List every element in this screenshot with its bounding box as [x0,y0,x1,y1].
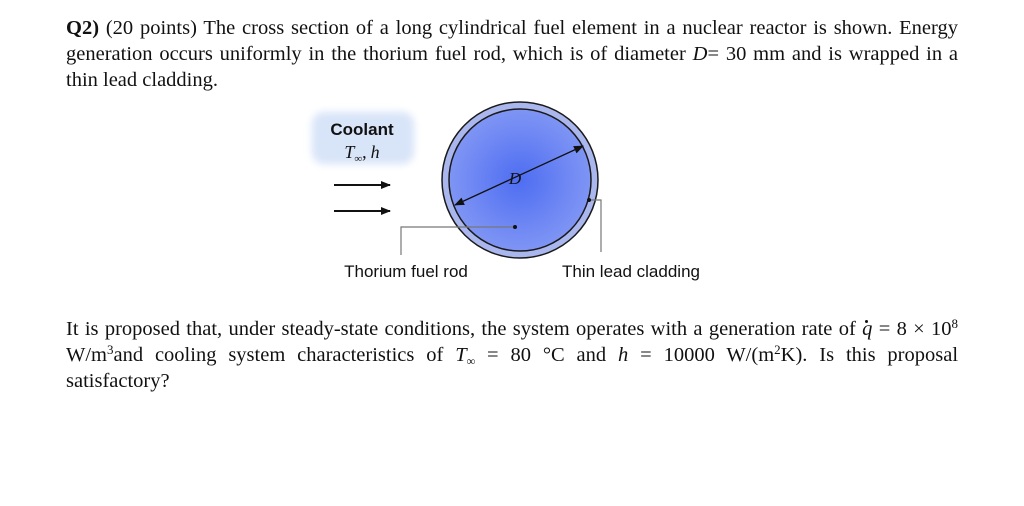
rod-leader-line [400,226,515,255]
question-points: (20 points) [105,17,197,39]
diameter-symbol: D [692,43,708,65]
coolant-T-sub: ∞ [354,153,362,165]
q-symbol: q [862,318,873,340]
coolant-T-symbol: T [344,142,356,162]
proposal-start: It is proposed that, under steady-state … [66,318,856,340]
problem-statement: Q2) (20 points) The cross section of a l… [66,15,958,93]
T-value: = 80 °C and [487,344,607,366]
T-symbol: T [455,344,467,366]
cladding-label: Thin lead cladding [562,262,700,281]
q-and: and cooling system characteristics of [113,344,444,366]
problem-intro: The cross section of a long cylindrical … [66,17,958,65]
q-value: = 8 × 10 [878,318,952,340]
q-unit: W/m [66,344,107,366]
h-unit-exponent: 2 [774,342,781,357]
diameter-value: = 30 mm [707,43,786,65]
T-subscript: ∞ [466,354,476,368]
h-unit-end: K). Is this proposal satisfactory? [66,344,959,392]
coolant-box [312,112,414,164]
question-label: Q2) [66,17,100,39]
cladding-leader-dot [587,198,591,202]
q-exponent: 8 [951,316,959,331]
h-symbol: h [618,344,629,366]
rod-leader-dot [513,225,517,229]
diameter-arrow [454,145,584,206]
proposal-statement: It is proposed that, under steady-state … [66,316,958,394]
coolant-label: Coolant [330,120,394,139]
cladding-leader-line [589,199,602,252]
h-value: = 10000 W/(m [640,344,775,366]
coolant-parameters: T∞,h [344,142,379,165]
problem-intro-end: and is wrapped in a thin lead cladding. [66,43,959,91]
coolant-separator: , [362,142,367,162]
diameter-label: D [508,169,522,188]
q-unit-exponent: 3 [107,342,114,357]
coolant-h-symbol: h [371,142,380,162]
rod-label: Thorium fuel rod [344,262,468,281]
